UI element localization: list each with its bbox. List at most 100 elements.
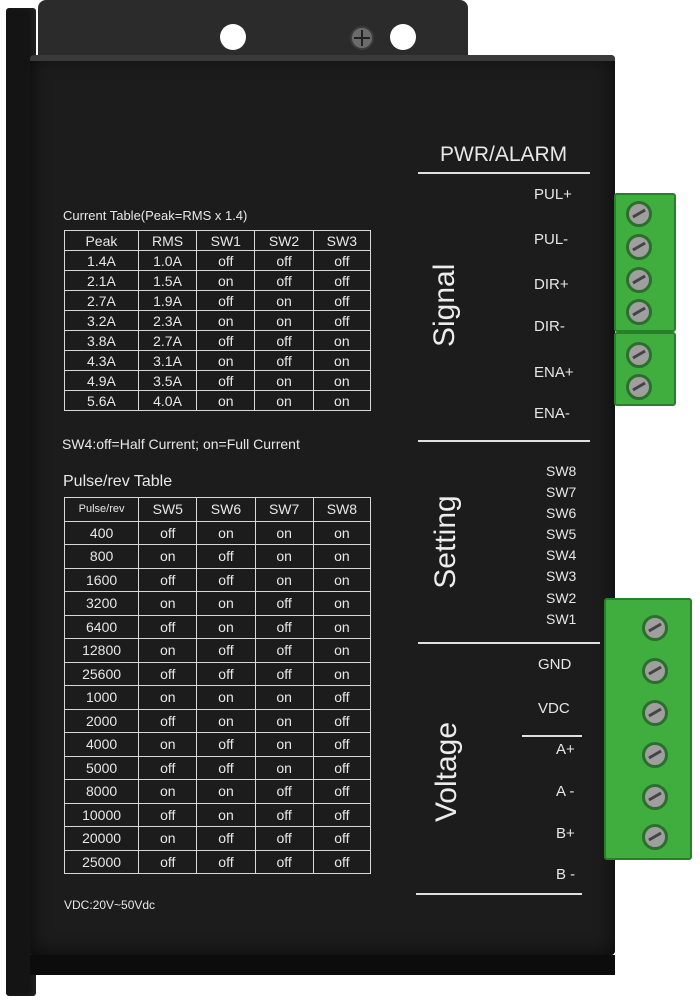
table-cell: 400 <box>63 520 140 545</box>
table-cell: off <box>312 779 372 804</box>
pin-sw6: SW6 <box>546 505 577 521</box>
table-cell: off <box>254 591 314 616</box>
section-signal-label: Signal <box>428 263 461 347</box>
table-cell: 4.3A <box>64 350 139 371</box>
table-cell: off <box>138 661 198 686</box>
table-cell: 5.6A <box>64 390 139 411</box>
table-cell: 3.2A <box>64 310 139 331</box>
table-cell: 2000 <box>63 708 140 733</box>
table-cell: off <box>138 520 198 545</box>
table-cell: on <box>196 270 256 291</box>
sw4-note: SW4:off=Half Current; on=Full Current <box>62 436 300 452</box>
table-cell: on <box>312 370 372 391</box>
mounting-tab <box>38 0 468 60</box>
screw-icon[interactable] <box>642 784 668 810</box>
signal-terminal-block[interactable] <box>614 193 676 332</box>
table-cell: 3.5A <box>137 370 198 391</box>
table-cell: off <box>196 849 256 874</box>
table-cell: 3200 <box>63 591 140 616</box>
table-cell: off <box>138 802 198 827</box>
table-cell: 12800 <box>63 638 140 663</box>
table-cell: off <box>196 544 256 569</box>
table-cell: on <box>254 520 314 545</box>
table-cell: on <box>312 567 372 592</box>
table-cell: on <box>138 826 198 851</box>
mounting-hole-left <box>220 24 246 50</box>
top-screw-icon <box>350 26 374 50</box>
pin-b-minus: B - <box>556 866 576 883</box>
screw-icon[interactable] <box>626 234 652 260</box>
screw-icon[interactable] <box>642 824 668 850</box>
table-cell: 4000 <box>63 732 140 757</box>
table-cell: 1000 <box>63 685 140 710</box>
table-cell: off <box>196 567 256 592</box>
table-cell: 25000 <box>63 849 140 874</box>
screw-icon[interactable] <box>626 299 652 325</box>
screw-icon[interactable] <box>626 267 652 293</box>
table-cell: on <box>312 390 372 411</box>
divider <box>418 172 590 174</box>
table-cell: 2.7A <box>137 330 198 351</box>
table-cell: 1600 <box>63 567 140 592</box>
table-cell: off <box>312 802 372 827</box>
pin-sw7: SW7 <box>546 484 577 500</box>
pin-ena-minus: ENA- <box>534 405 570 422</box>
table-cell: off <box>312 732 372 757</box>
table-cell: 2.1A <box>64 270 139 291</box>
pin-dir-minus: DIR- <box>534 318 565 335</box>
pin-ena-plus: ENA+ <box>534 364 574 381</box>
table-cell: off <box>254 638 314 663</box>
pin-sw3: SW3 <box>546 568 577 584</box>
table-cell: off <box>254 330 314 351</box>
screw-icon[interactable] <box>626 201 652 227</box>
pin-pul-plus: PUL+ <box>534 186 572 203</box>
table-cell: on <box>254 290 314 311</box>
table-cell: off <box>138 755 198 780</box>
pin-a-plus: A+ <box>556 741 575 758</box>
table-cell: on <box>254 708 314 733</box>
table-cell: on <box>138 732 198 757</box>
pin-gnd: GND <box>538 656 572 673</box>
table-cell: 1.5A <box>137 270 198 291</box>
table-cell: off <box>312 685 372 710</box>
table-cell: off <box>196 755 256 780</box>
power-terminal-block[interactable] <box>604 598 692 860</box>
screw-icon[interactable] <box>642 742 668 768</box>
screw-icon[interactable] <box>642 700 668 726</box>
current-table-title: Current Table(Peak=RMS x 1.4) <box>63 208 248 223</box>
table-cell: on <box>138 591 198 616</box>
table-cell: on <box>196 390 256 411</box>
table-cell: 20000 <box>63 826 140 851</box>
table-cell: on <box>138 685 198 710</box>
table-cell: on <box>196 591 256 616</box>
section-voltage-label: Voltage <box>430 721 463 823</box>
screw-icon[interactable] <box>642 658 668 684</box>
pin-a-minus: A - <box>556 783 575 800</box>
table-header-cell: SW7 <box>254 497 314 522</box>
enable-terminal-block[interactable] <box>614 332 676 406</box>
pin-sw2: SW2 <box>546 590 577 606</box>
table-header-cell: SW3 <box>312 230 372 251</box>
screw-icon[interactable] <box>626 374 652 400</box>
table-cell: on <box>254 755 314 780</box>
table-cell: on <box>254 370 314 391</box>
screw-icon[interactable] <box>626 342 652 368</box>
screw-icon[interactable] <box>642 615 668 641</box>
table-cell: off <box>312 310 372 331</box>
table-cell: on <box>312 520 372 545</box>
